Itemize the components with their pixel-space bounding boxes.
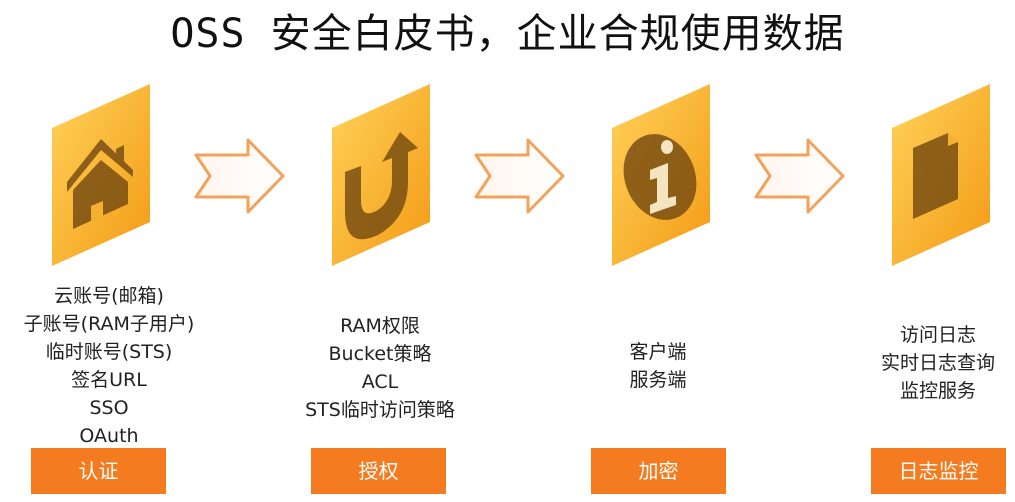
authentication-button[interactable]: 认证 bbox=[31, 448, 166, 494]
list-item: SSO bbox=[89, 397, 129, 419]
card-authorization bbox=[332, 84, 430, 266]
house-icon bbox=[67, 139, 133, 229]
list-item: 实时日志查询 bbox=[880, 352, 995, 374]
authorization-button[interactable]: 授权 bbox=[311, 448, 446, 494]
authentication-methods-list: 云账号(邮箱) 子账号(RAM子用户) 临时账号(STS) 签名URL SSO … bbox=[4, 282, 214, 450]
encryption-button[interactable]: 加密 bbox=[591, 448, 726, 494]
log-monitoring-button[interactable]: 日志监控 bbox=[871, 448, 1006, 494]
list-item: 临时账号(STS) bbox=[45, 341, 173, 363]
log-monitoring-methods-list: 访问日志 实时日志查询 监控服务 bbox=[833, 321, 1015, 405]
list-item: 云账号(邮箱) bbox=[54, 285, 164, 307]
arrow-right-icon bbox=[754, 138, 845, 214]
list-item: 访问日志 bbox=[899, 324, 976, 346]
info-icon bbox=[623, 134, 697, 220]
authorization-methods-list: RAM权限 Bucket策略 ACL STS临时访问策略 bbox=[275, 312, 485, 424]
list-item: 客户端 bbox=[629, 341, 687, 363]
card-encryption bbox=[612, 84, 710, 266]
list-item: OAuth bbox=[79, 425, 139, 447]
list-item: RAM权限 bbox=[340, 315, 420, 337]
list-item: 监控服务 bbox=[899, 380, 976, 402]
card-authentication bbox=[52, 84, 150, 266]
encryption-methods-list: 客户端 服务端 bbox=[553, 338, 763, 394]
u-turn-arrow-icon bbox=[345, 132, 418, 240]
list-item: ACL bbox=[361, 371, 399, 393]
list-item: Bucket策略 bbox=[328, 343, 432, 365]
card-log-monitoring bbox=[892, 84, 990, 266]
list-item: STS临时访问策略 bbox=[305, 399, 455, 421]
list-item: 子账号(RAM子用户) bbox=[23, 313, 195, 335]
page-title: OSS 安全白皮书，企业合规使用数据 bbox=[170, 11, 845, 57]
list-item: 服务端 bbox=[629, 369, 687, 391]
arrow-right-icon bbox=[194, 138, 285, 214]
arrow-right-icon bbox=[474, 138, 565, 214]
document-icon bbox=[913, 133, 958, 219]
list-item: 签名URL bbox=[71, 369, 147, 391]
